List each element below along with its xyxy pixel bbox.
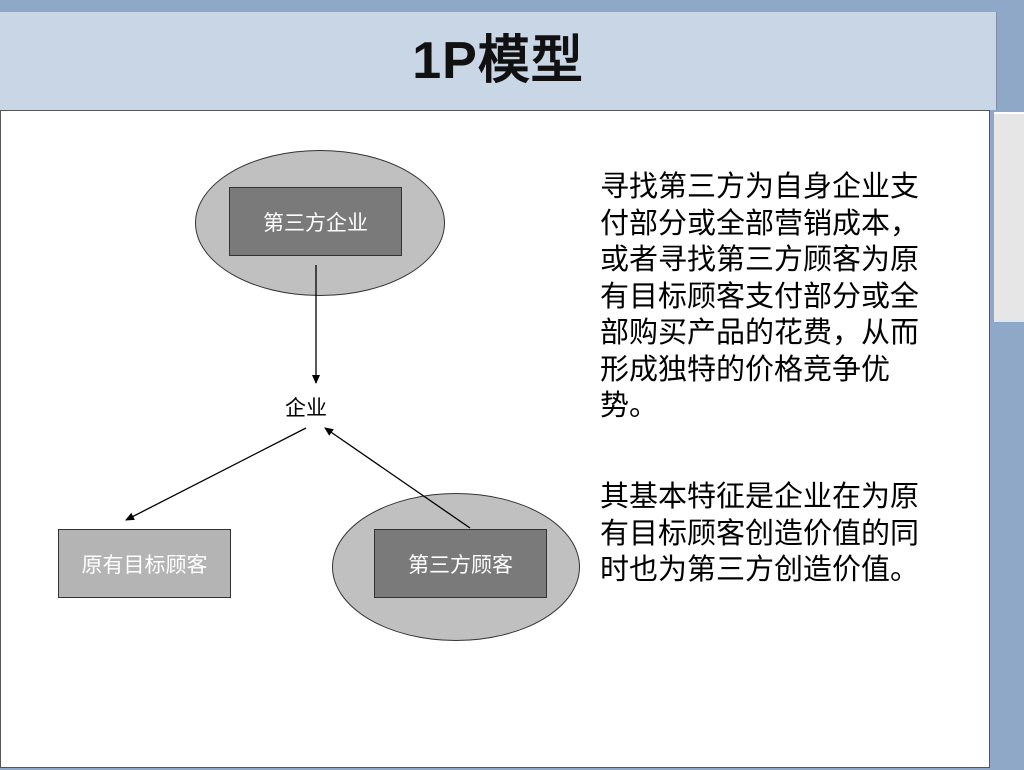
top-band <box>0 0 1024 12</box>
title-bar <box>0 12 997 110</box>
side-block-blue <box>994 320 1024 770</box>
side-decoration <box>994 112 1024 770</box>
node-enterprise: 企业 <box>285 396 327 420</box>
slide-title: 1P模型 <box>412 32 584 90</box>
node-original-target-customer: 原有目标顾客 <box>58 529 231 598</box>
node-third-party-customer: 第三方顾客 <box>374 529 547 598</box>
description-paragraph-1: 寻找第三方为自身企业支付部分或全部营销成本，或者寻找第三方顾客为原有目标顾客支付… <box>600 169 920 422</box>
node-third-party-enterprise: 第三方企业 <box>229 187 402 256</box>
description-paragraph-2: 其基本特征是企业在为原有目标顾客创造价值的同时也为第三方创造价值。 <box>600 479 920 586</box>
side-block-light <box>994 112 1024 320</box>
